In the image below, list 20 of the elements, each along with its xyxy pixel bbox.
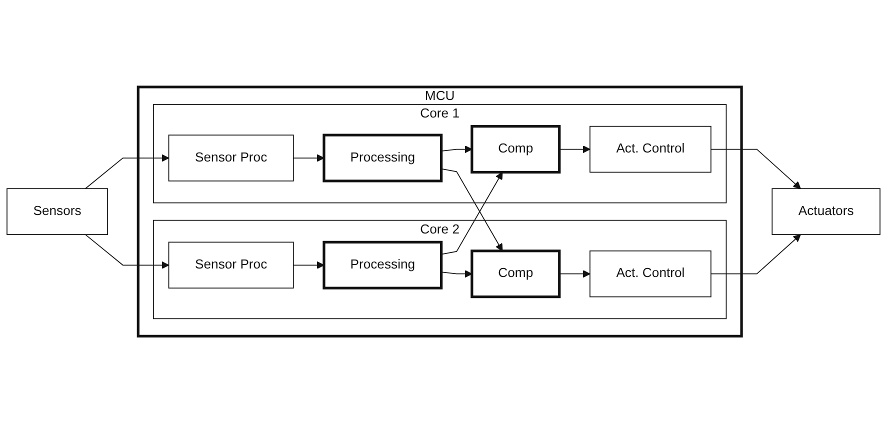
arrow xyxy=(710,149,801,190)
arrow xyxy=(84,234,170,270)
arrow xyxy=(292,154,324,162)
arrow xyxy=(558,146,590,154)
node-box: Actuators xyxy=(772,188,880,236)
node-box: Processing xyxy=(322,134,443,183)
arrow xyxy=(710,234,801,275)
arrow xyxy=(292,262,324,270)
node-box: Act. Control xyxy=(590,126,712,174)
node-box: Sensors xyxy=(6,188,108,236)
node-box: Act. Control xyxy=(590,250,712,298)
node-box: Sensor Proc xyxy=(168,135,294,182)
node-box: Sensor Proc xyxy=(168,242,294,289)
arrow xyxy=(558,270,590,278)
arrow xyxy=(440,146,472,154)
arrow xyxy=(440,270,472,278)
node-box: Comp xyxy=(470,125,561,174)
node-box: Comp xyxy=(470,250,561,299)
node-box: Processing xyxy=(322,241,443,290)
arrow xyxy=(84,154,170,190)
